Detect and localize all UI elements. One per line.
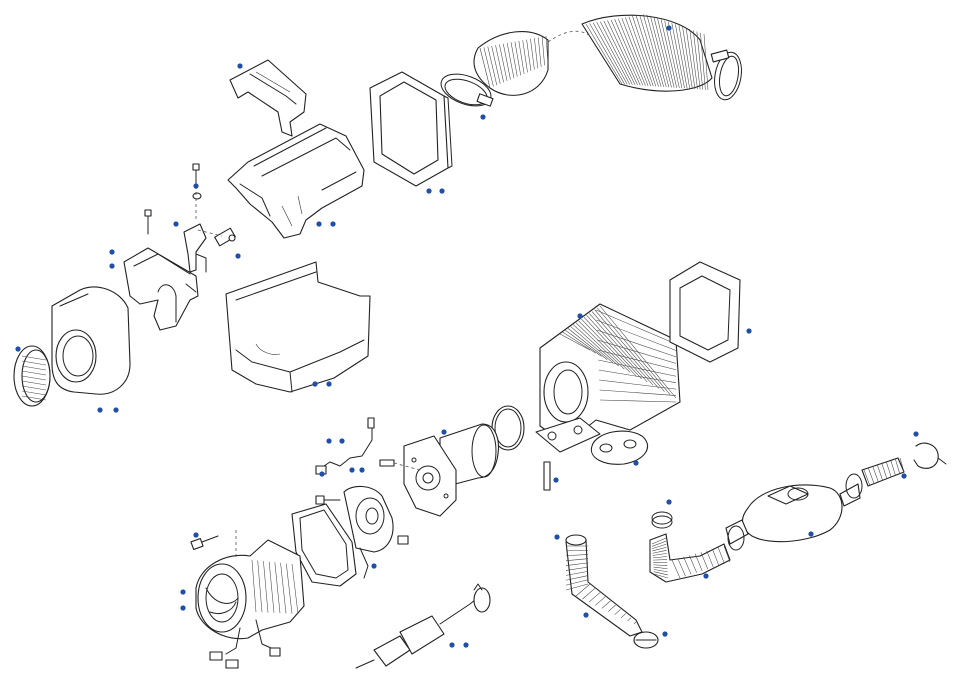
callout-dot[interactable] bbox=[237, 63, 243, 69]
callout-dot[interactable] bbox=[666, 25, 672, 31]
callout-dot[interactable] bbox=[312, 381, 318, 387]
side-bracket-plate bbox=[123, 247, 199, 331]
callout-dot[interactable] bbox=[113, 407, 119, 413]
callout-dot[interactable] bbox=[326, 381, 332, 387]
callout-dot[interactable] bbox=[554, 534, 560, 540]
callout-dot[interactable] bbox=[463, 642, 469, 648]
callout-dot[interactable] bbox=[633, 460, 639, 466]
callout-dot[interactable] bbox=[180, 605, 186, 611]
callout-dot[interactable] bbox=[662, 631, 668, 637]
callout-dot[interactable] bbox=[901, 473, 907, 479]
end-frame bbox=[369, 71, 453, 187]
callout-dot[interactable] bbox=[330, 221, 336, 227]
callout-dot[interactable] bbox=[913, 431, 919, 437]
heat-exchanger bbox=[535, 303, 681, 453]
callout-dot[interactable] bbox=[173, 221, 179, 227]
gasket-flange bbox=[590, 430, 648, 465]
callout-dot[interactable] bbox=[480, 114, 486, 120]
intake-flex-hose bbox=[565, 534, 643, 637]
hose-clamp-left bbox=[440, 73, 494, 107]
screw-mid bbox=[144, 209, 152, 235]
callout-dot[interactable] bbox=[339, 438, 345, 444]
callout-dot[interactable] bbox=[449, 642, 455, 648]
exhaust-clamp-right bbox=[845, 473, 863, 499]
upper-casing bbox=[227, 123, 365, 239]
exhaust-silencer bbox=[725, 483, 861, 545]
stud-bolt bbox=[543, 461, 551, 491]
plug-connector bbox=[397, 535, 409, 545]
screw-left bbox=[315, 495, 341, 505]
callout-dot[interactable] bbox=[180, 589, 186, 595]
callout-markers bbox=[15, 25, 919, 648]
callout-dot[interactable] bbox=[326, 438, 332, 444]
callout-dot[interactable] bbox=[371, 563, 377, 569]
fuel-metering-pump bbox=[355, 583, 491, 669]
long-flexible-duct bbox=[581, 14, 713, 92]
callout-dot[interactable] bbox=[577, 313, 583, 319]
callout-dot[interactable] bbox=[349, 467, 355, 473]
sealing-gasket bbox=[291, 503, 357, 587]
glow-pin-sensor-cable bbox=[315, 417, 375, 475]
callout-dot[interactable] bbox=[109, 263, 115, 269]
burner-flange-plate bbox=[403, 435, 457, 517]
callout-dot[interactable] bbox=[703, 573, 709, 579]
callout-dot[interactable] bbox=[193, 183, 199, 189]
washer-top bbox=[192, 192, 202, 200]
callout-dot[interactable] bbox=[441, 429, 447, 435]
callout-dot[interactable] bbox=[583, 612, 589, 618]
callout-dot[interactable] bbox=[439, 188, 445, 194]
callout-dot[interactable] bbox=[109, 249, 115, 255]
callout-dot[interactable] bbox=[193, 532, 199, 538]
callout-dot[interactable] bbox=[97, 407, 103, 413]
hose-clamp-right bbox=[710, 49, 742, 101]
intake-end-cap bbox=[633, 631, 659, 649]
exhaust-flex-pipe bbox=[649, 533, 731, 583]
top-cover bbox=[229, 59, 307, 137]
callout-dot[interactable] bbox=[235, 253, 241, 259]
screw-blower bbox=[190, 535, 219, 551]
heat-exchanger-frame bbox=[669, 261, 741, 363]
exhaust-clamp-left bbox=[727, 525, 745, 551]
exhaust-pipe-clamp bbox=[651, 511, 673, 529]
lower-housing-tray bbox=[225, 261, 371, 393]
callout-dot[interactable] bbox=[746, 328, 752, 334]
exhaust-short-pipe bbox=[861, 457, 905, 487]
exhaust-pipe-holder bbox=[913, 442, 947, 469]
callout-dot[interactable] bbox=[553, 477, 559, 483]
callout-dot[interactable] bbox=[666, 499, 672, 505]
screw-burner bbox=[379, 459, 421, 471]
combustion-air-blower bbox=[195, 530, 305, 669]
callout-dot[interactable] bbox=[319, 471, 325, 477]
front-hood bbox=[51, 286, 131, 395]
air-intake-duct-assembly bbox=[440, 14, 742, 107]
callout-dot[interactable] bbox=[808, 531, 814, 537]
burner-insert bbox=[343, 485, 394, 579]
short-flexible-duct bbox=[473, 31, 549, 96]
screw-top bbox=[192, 163, 200, 187]
callout-dot[interactable] bbox=[426, 188, 432, 194]
callout-dot[interactable] bbox=[316, 221, 322, 227]
callout-dot[interactable] bbox=[359, 467, 365, 473]
intake-grille bbox=[13, 345, 51, 407]
callout-dot[interactable] bbox=[15, 346, 21, 352]
bracket-with-sensor bbox=[183, 223, 236, 273]
